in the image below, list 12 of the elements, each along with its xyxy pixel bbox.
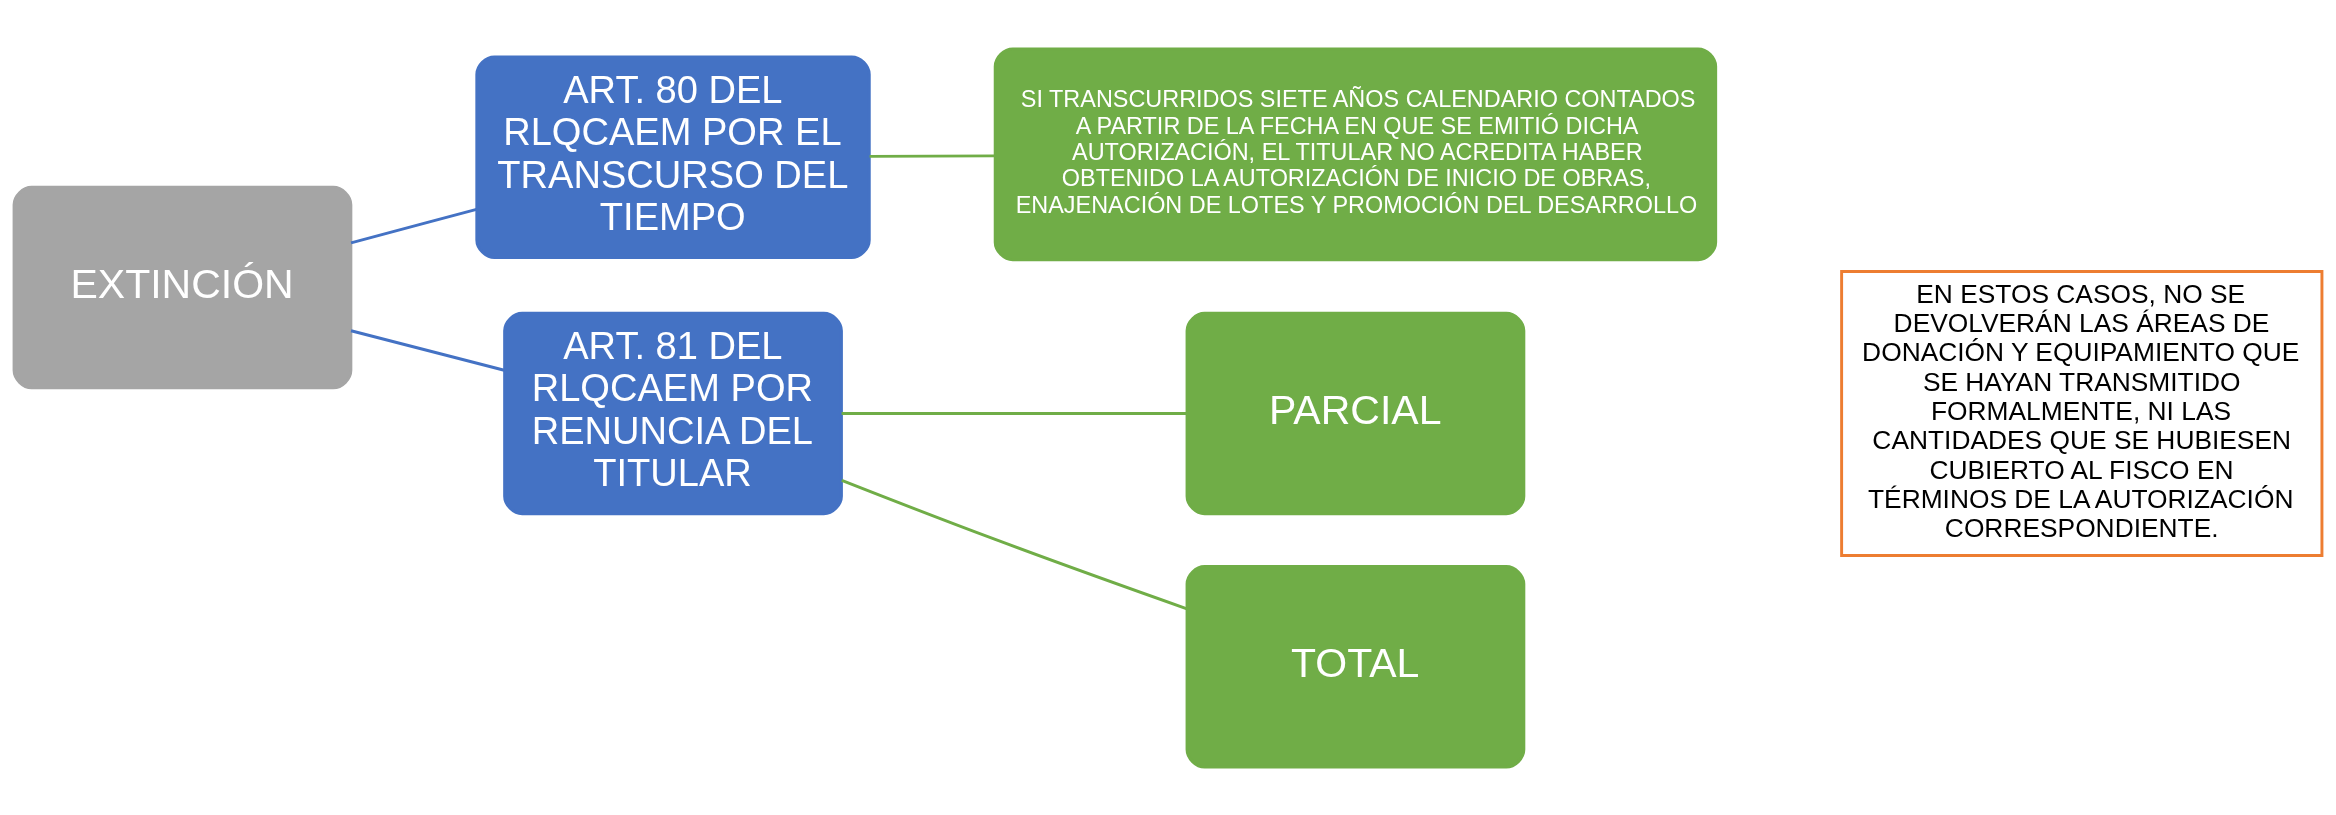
node-box: TOTAL — [1185, 564, 1526, 769]
connector — [350, 328, 505, 372]
connector — [841, 478, 1188, 610]
node-box: EN ESTOS CASOS, NO SE DEVOLVERÁN LAS ÁREAS DE DONACIÓN Y EQUIPAMIENTO QUE SE HAYAN TRANSMITIDO FORMALMENTE, NI LAS CANTIDADES QUE SE HUBIESEN CUBIERTO AL FISCO EN TÉRMINOS DE LA AUTORIZACIÓN CORRESPONDIENTE. — [1840, 269, 2324, 557]
node-box: ART. 80 DEL RLQCAEM POR EL TRANSCURSO DEL TIEMPO — [475, 54, 871, 259]
node-box: PARCIAL — [1185, 311, 1526, 515]
node-box: SI TRANSCURRIDOS SIETE AÑOS CALENDARIO CONTADOS A PARTIR DE LA FECHA EN QUE SE EMITIÓ DICHA AUTORIZACIÓN, EL TITULAR NO ACREDITA HABER OBTENIDO LA AUTORIZACIÓN DE INICIO DE OBRAS, ENAJENACIÓN DE LOTES Y PROMOCIÓN DEL DESARROLLO — [993, 46, 1718, 261]
node-box: ART. 81 DEL RLQCAEM POR RENUNCIA DEL TITULAR — [503, 311, 843, 515]
connector — [869, 153, 995, 158]
connector — [841, 411, 1187, 415]
node-box: EXTINCIÓN — [12, 185, 353, 389]
connector — [350, 207, 477, 244]
